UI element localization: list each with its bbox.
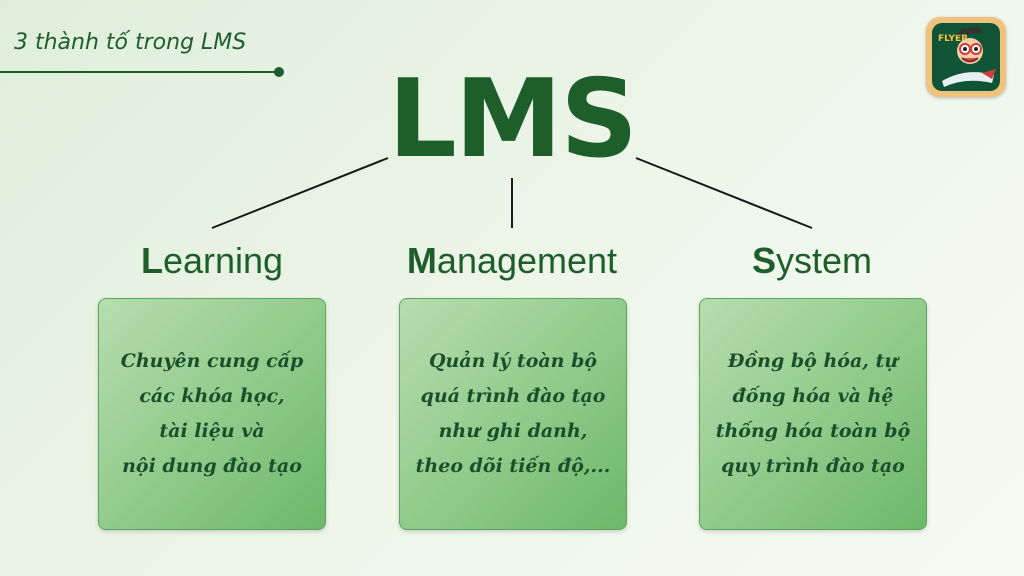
learning-description: Chuyên cung cấp các khóa học, tài liệu v…	[120, 350, 304, 477]
logo-text: FLYER	[938, 34, 968, 44]
flyer-logo: FLYER	[926, 17, 1006, 97]
heading-initial: L	[140, 240, 163, 281]
subtitle-underline	[0, 71, 279, 73]
connector-line-right	[635, 157, 813, 229]
subtitle-dot	[274, 67, 284, 77]
subtitle: 3 thành tố trong LMS	[14, 30, 247, 55]
system-description: Đồng bộ hóa, tự đống hóa và hệ thống hóa…	[715, 350, 911, 477]
heading-system: System	[712, 240, 912, 282]
main-title: LMS	[387, 57, 638, 182]
management-card: Quản lý toàn bộ quá trình đào tạo như gh…	[399, 298, 627, 530]
heading-rest: ystem	[776, 240, 873, 281]
heading-learning: Learning	[112, 240, 312, 282]
system-card: Đồng bộ hóa, tự đống hóa và hệ thống hóa…	[699, 298, 927, 530]
heading-management: Management	[382, 240, 642, 282]
connector-line-left	[211, 157, 389, 229]
learning-card: Chuyên cung cấp các khóa học, tài liệu v…	[98, 298, 326, 530]
heading-initial: M	[406, 240, 437, 281]
heading-initial: S	[751, 240, 776, 281]
logo-mascot-icon: FLYER	[932, 23, 1000, 91]
management-description: Quản lý toàn bộ quá trình đào tạo như gh…	[415, 350, 611, 477]
heading-rest: earning	[162, 240, 284, 281]
heading-rest: anagement	[436, 240, 618, 281]
